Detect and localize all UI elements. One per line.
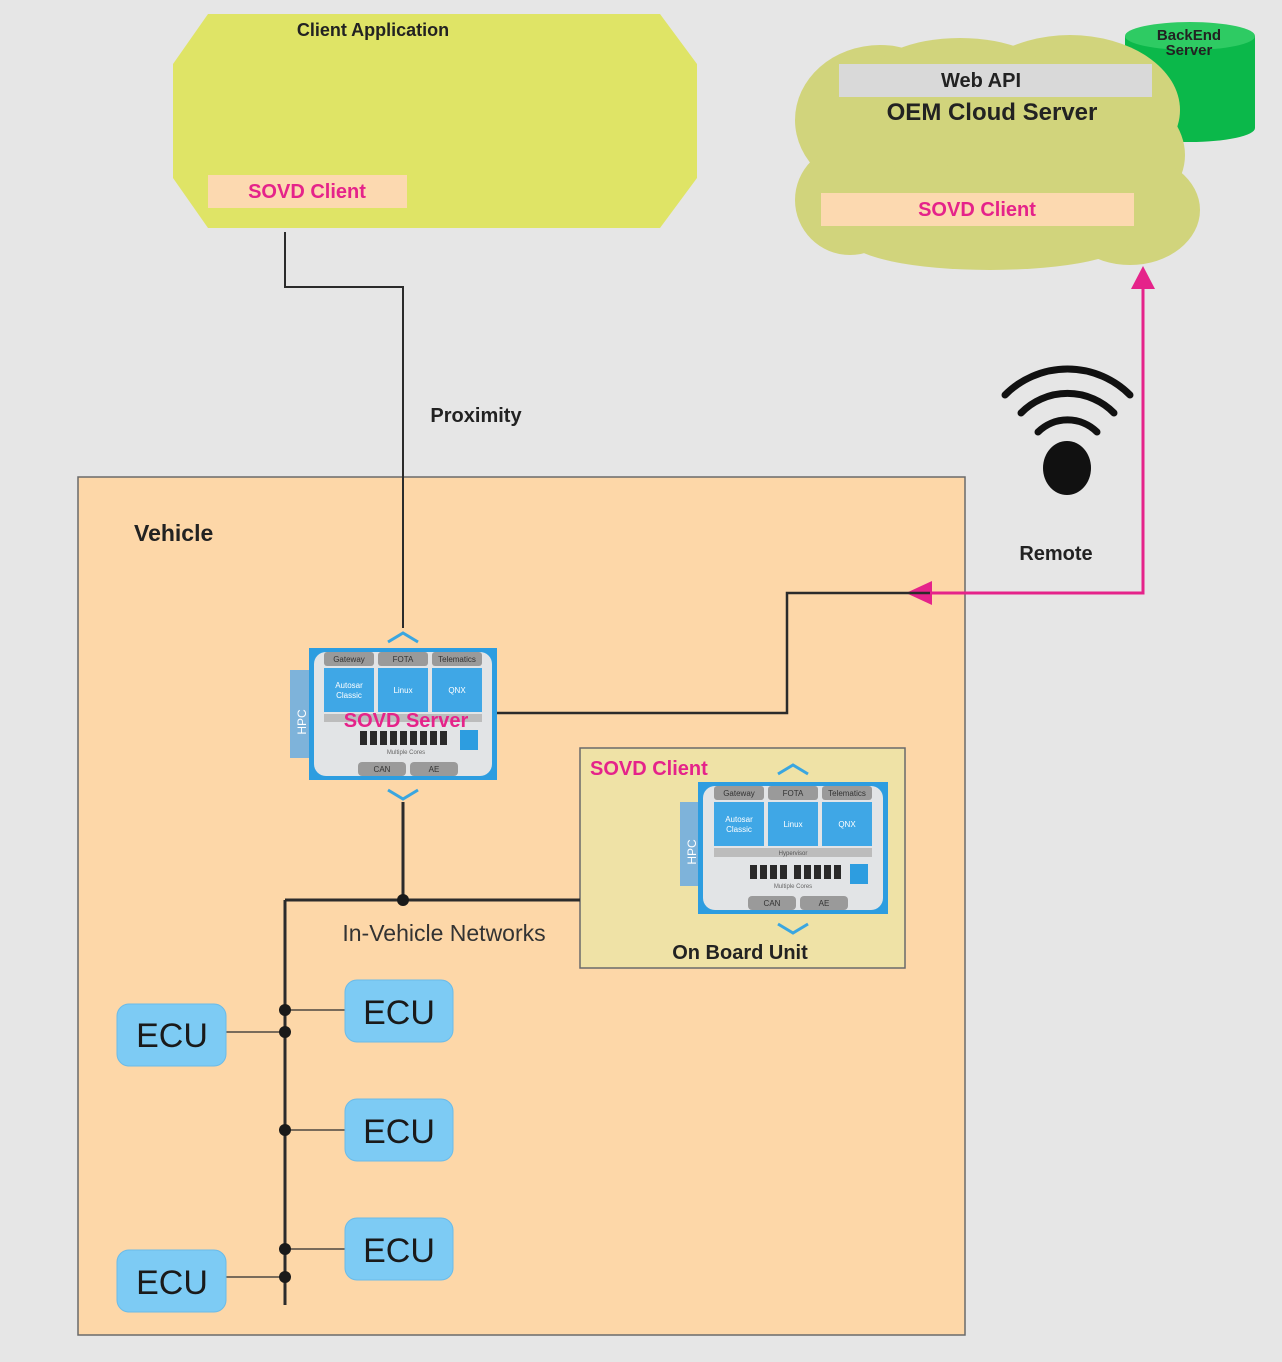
obu-hpc-side-label: HPC <box>685 839 699 865</box>
sovd-server-label: SOVD Server <box>344 710 469 732</box>
obu-bottom-tab-bg-1 <box>800 896 848 910</box>
hpc-tab-bg-2 <box>432 652 482 666</box>
hpc-bottom-tab-bg-0 <box>358 762 406 776</box>
hpc-os-2: QNX <box>448 686 466 695</box>
ecu-label: ECU <box>136 1264 208 1302</box>
ecu-label: ECU <box>363 1232 435 1270</box>
obu-os-block-1 <box>768 802 818 846</box>
obu-bottom-tab-1: AE <box>819 899 830 908</box>
chevron-up-icon <box>387 631 419 644</box>
ecu-label: ECU <box>363 994 435 1032</box>
hpc-os-1: Linux <box>393 686 412 695</box>
obu-hypervisor-bar <box>714 848 872 857</box>
hpc-hypervisor-bar <box>324 714 482 722</box>
hpc-tab-1: FOTA <box>393 655 414 664</box>
backend-server-label-line2: Server <box>1166 42 1213 59</box>
backend-server-label-line1: BackEnd <box>1157 27 1221 44</box>
obu-hpc-chip: HPC Gateway FOTA Telematics Autosar Clas… <box>680 763 888 935</box>
ecu-box-left-upper <box>116 1003 227 1067</box>
obu-os-2: QNX <box>838 820 856 829</box>
chip-icon <box>460 730 478 750</box>
oem-cloud: BackEnd Server Web API OEM Cloud Server … <box>795 22 1255 270</box>
ecu-node: ECU <box>116 1003 227 1067</box>
remote-label: Remote <box>1019 543 1092 565</box>
hpc-os-0-line1: Autosar <box>335 681 363 690</box>
ecu-box-right-3 <box>344 1217 454 1281</box>
hpc-os-block-1 <box>378 668 428 712</box>
obu-tab-2: Telematics <box>828 789 866 798</box>
hpc-cores <box>360 731 447 745</box>
ecu-label: ECU <box>136 1017 208 1055</box>
hpc-tab-bg-0 <box>324 652 374 666</box>
obu-os-0-line1: Autosar <box>725 815 753 824</box>
server-remote-line <box>497 591 930 715</box>
hpc-os-block-2 <box>432 668 482 712</box>
hpc-side-tab <box>290 670 312 758</box>
bus-junctions <box>279 894 409 1283</box>
remote-arrowhead-up <box>1131 266 1155 289</box>
hpc-side-label: HPC <box>295 709 309 735</box>
hpc-sovd-server: HPC Gateway FOTA Telematics Autosar Clas… <box>290 631 497 801</box>
cloud-sovd-client-label: SOVD Client <box>918 199 1036 221</box>
oem-cloud-server-title: OEM Cloud Server <box>887 99 1098 126</box>
ecu-node: ECU <box>344 1217 454 1281</box>
obu-sovd-client-label: SOVD Client <box>590 758 708 780</box>
web-api-label: Web API <box>941 70 1021 92</box>
hpc-tab-2: Telematics <box>438 655 476 664</box>
ecu-box-right-2 <box>344 1098 454 1162</box>
obu-cores-label: Multiple Cores <box>774 884 812 890</box>
proximity-link-line <box>284 232 404 628</box>
obu-tab-bg-2 <box>822 786 872 800</box>
obu-bottom-tab-0: CAN <box>764 899 781 908</box>
proximity-label: Proximity <box>430 405 522 427</box>
hpc-bottom-tab-0: CAN <box>374 765 391 774</box>
obu-tab-0: Gateway <box>723 789 755 798</box>
client-application-title: Client Application <box>297 20 449 40</box>
client-app-sovd-client-box <box>208 175 407 208</box>
obu-hpc-side-tab <box>680 802 702 886</box>
hpc-tab-0: Gateway <box>333 655 365 664</box>
chip-icon <box>850 864 868 884</box>
obu-os-1: Linux <box>783 820 802 829</box>
ecu-node: ECU <box>344 1098 454 1162</box>
web-api-box <box>839 64 1152 97</box>
ecu-box-left-lower <box>116 1249 227 1313</box>
client-app-sovd-client-label: SOVD Client <box>248 181 366 203</box>
obu-title: On Board Unit <box>672 942 808 964</box>
ecu-node: ECU <box>344 979 454 1043</box>
chevron-up-icon <box>777 763 809 776</box>
chevron-down-icon <box>777 922 809 935</box>
chevron-down-icon <box>387 788 419 801</box>
wifi-signal-icon <box>1001 365 1134 495</box>
obu-os-block-2 <box>822 802 872 846</box>
hpc-bottom-tab-bg-1 <box>410 762 458 776</box>
in-vehicle-network-bus <box>225 802 580 1305</box>
obu-os-0-line2: Classic <box>726 825 752 834</box>
hpc-os-0-line2: Classic <box>336 691 362 700</box>
hpc-os-block-0 <box>324 668 374 712</box>
hpc-tab-bg-1 <box>378 652 428 666</box>
hpc-cores-label: Multiple Cores <box>387 750 425 756</box>
obu-tab-1: FOTA <box>783 789 804 798</box>
obu-os-block-0 <box>714 802 764 846</box>
obu-hypervisor-label: Hypervisor <box>779 851 808 857</box>
obu-cores <box>750 865 841 879</box>
in-vehicle-networks-label: In-Vehicle Networks <box>342 920 545 946</box>
ecu-label: ECU <box>363 1113 435 1151</box>
ecu-box-right-1 <box>344 979 454 1043</box>
obu-tab-bg-0 <box>714 786 764 800</box>
obu-tab-bg-1 <box>768 786 818 800</box>
vehicle-title: Vehicle <box>134 520 213 546</box>
cloud-sovd-client-box <box>821 193 1134 226</box>
ecu-node: ECU <box>116 1249 227 1313</box>
client-application-shape <box>173 14 697 228</box>
hpc-bottom-tab-1: AE <box>429 765 440 774</box>
client-application: Client Application SOVD Client <box>173 14 697 228</box>
obu-bottom-tab-bg-0 <box>748 896 796 910</box>
